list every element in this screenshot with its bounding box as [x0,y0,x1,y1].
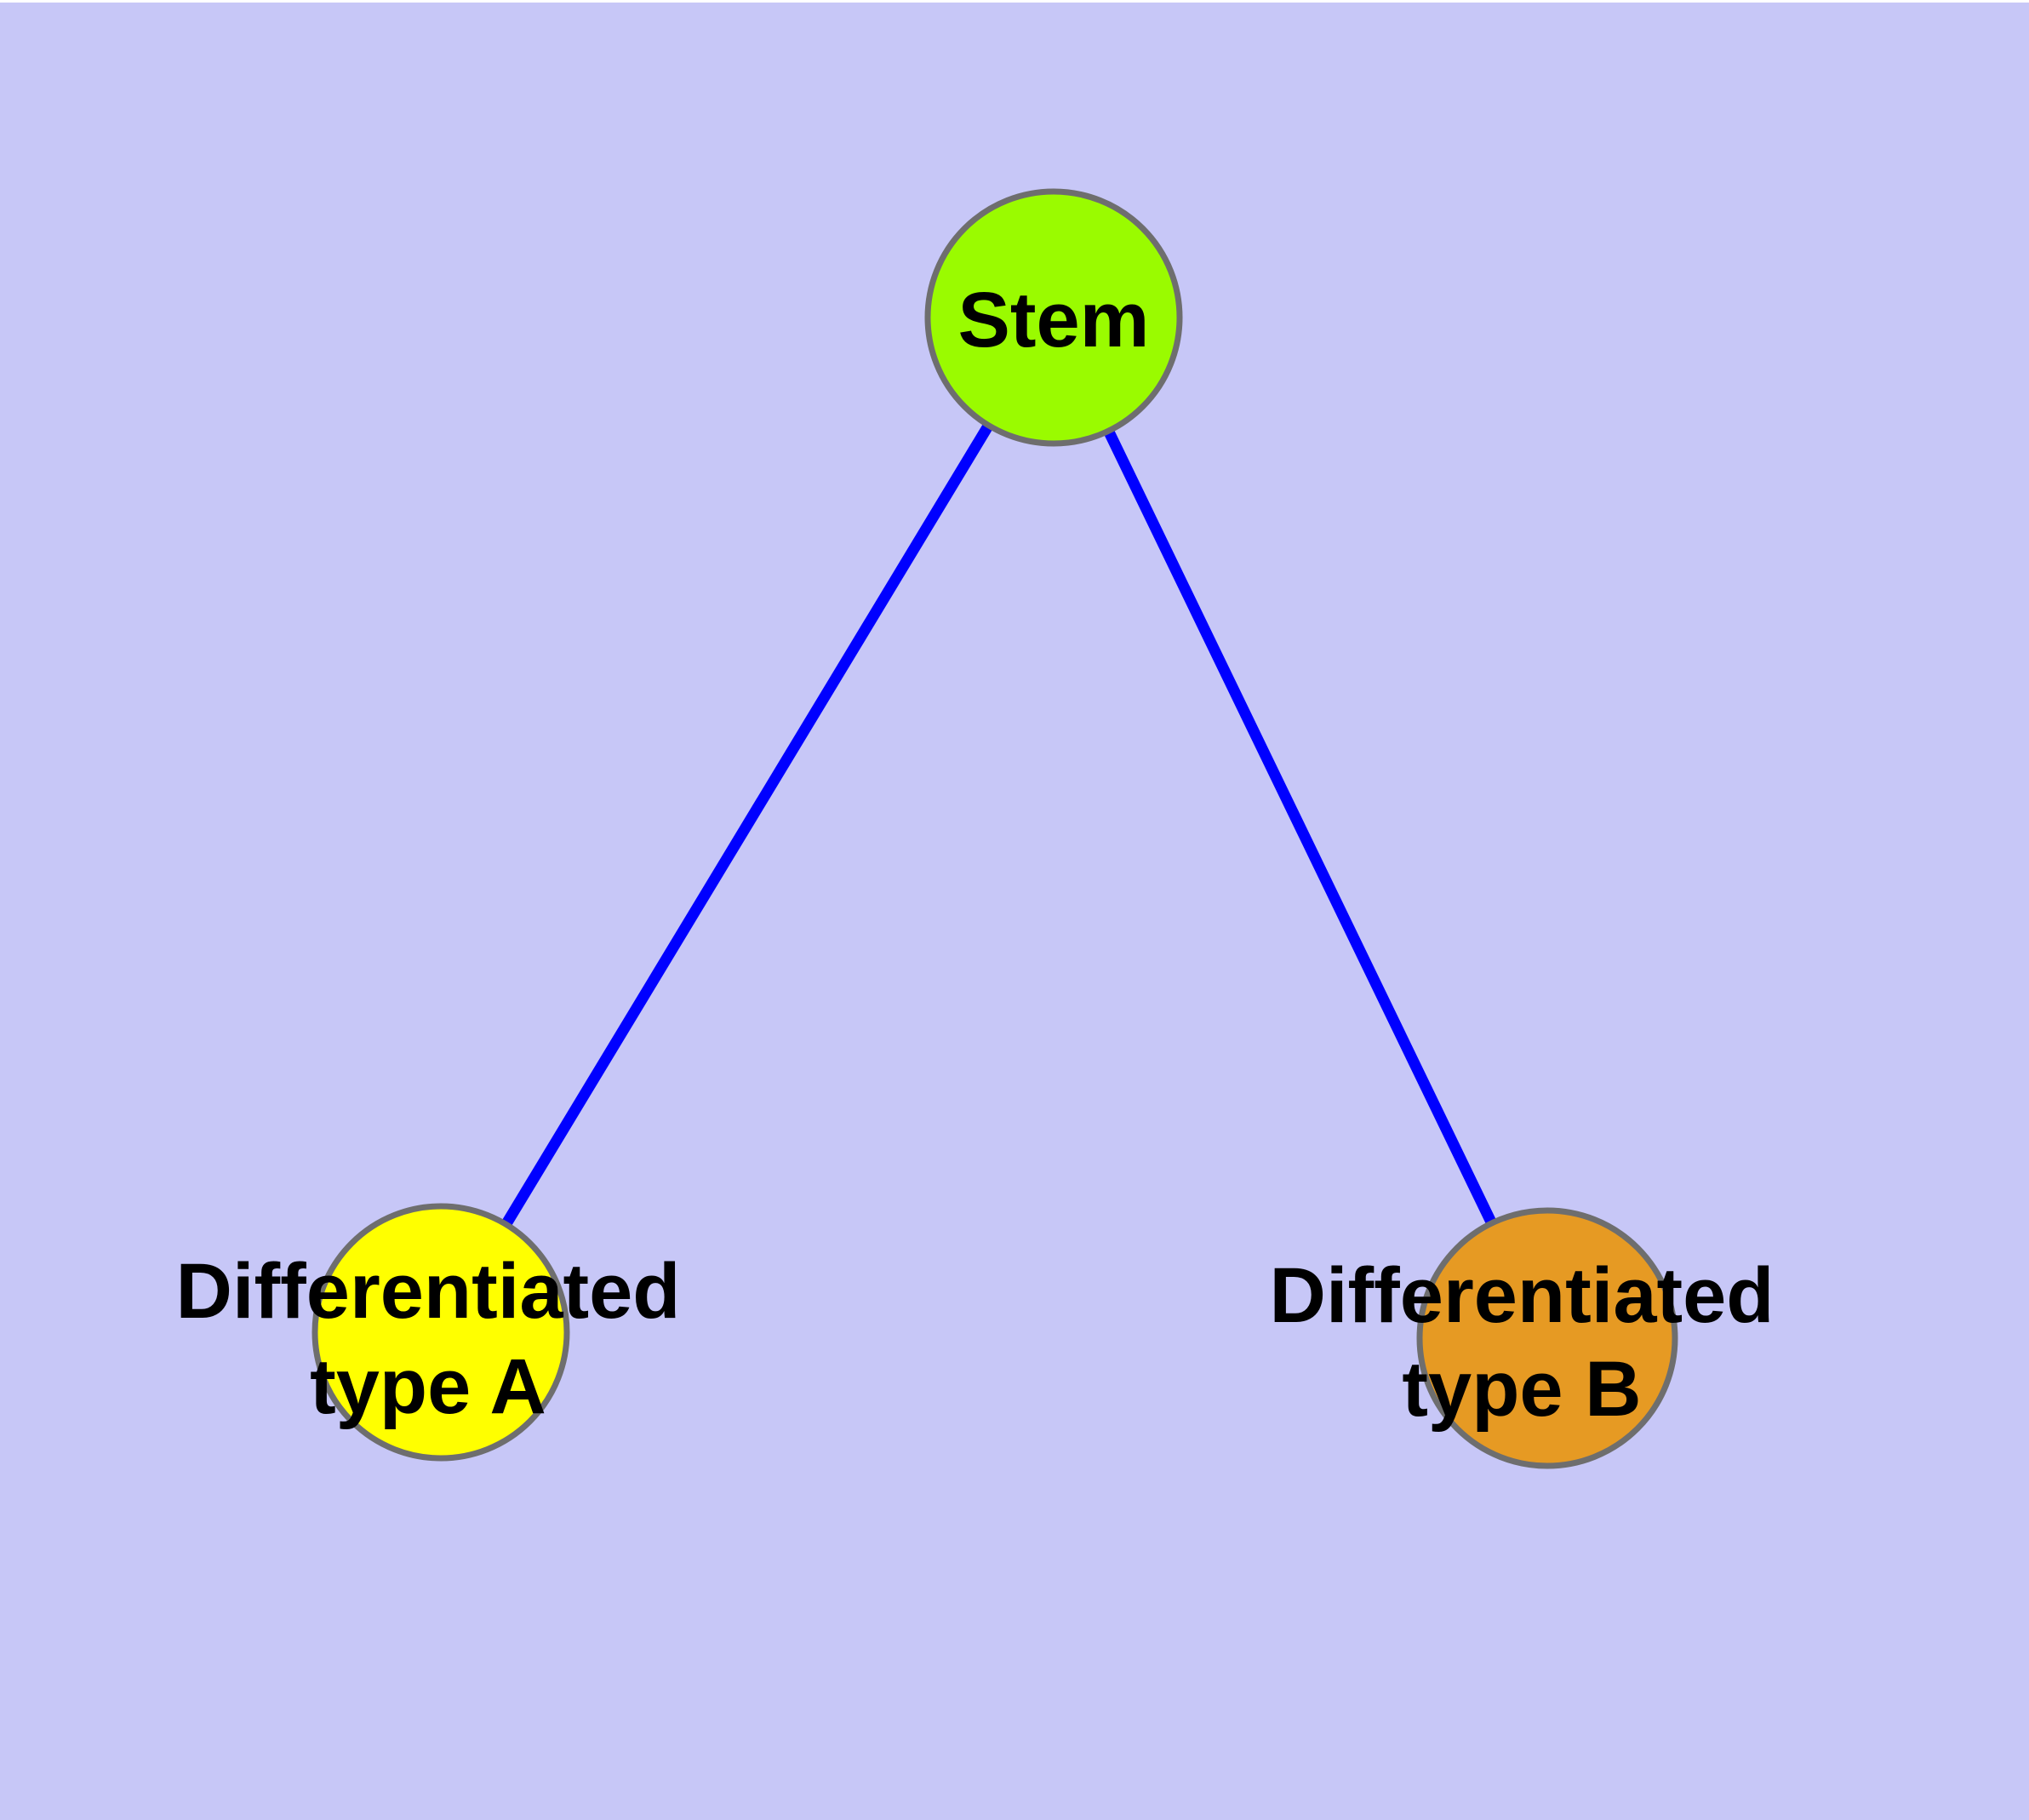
top-edge-strip [0,0,2029,3]
node-stem-circle [924,188,1183,447]
edge-stem-to-type-a [436,314,1059,1336]
node-type-b-circle [1416,1207,1678,1469]
node-type-b-label-line2: type B [1402,1346,1641,1433]
node-type-a-label-line2: type A [310,1343,546,1430]
node-type-b-label-line1: Differentiated [1270,1252,1775,1339]
node-stem-label: Stem [958,277,1150,363]
node-type-a-label-line1: Differentiated [176,1248,681,1335]
edge-stem-to-type-b [1049,315,1552,1341]
node-type-a-circle [311,1203,570,1462]
